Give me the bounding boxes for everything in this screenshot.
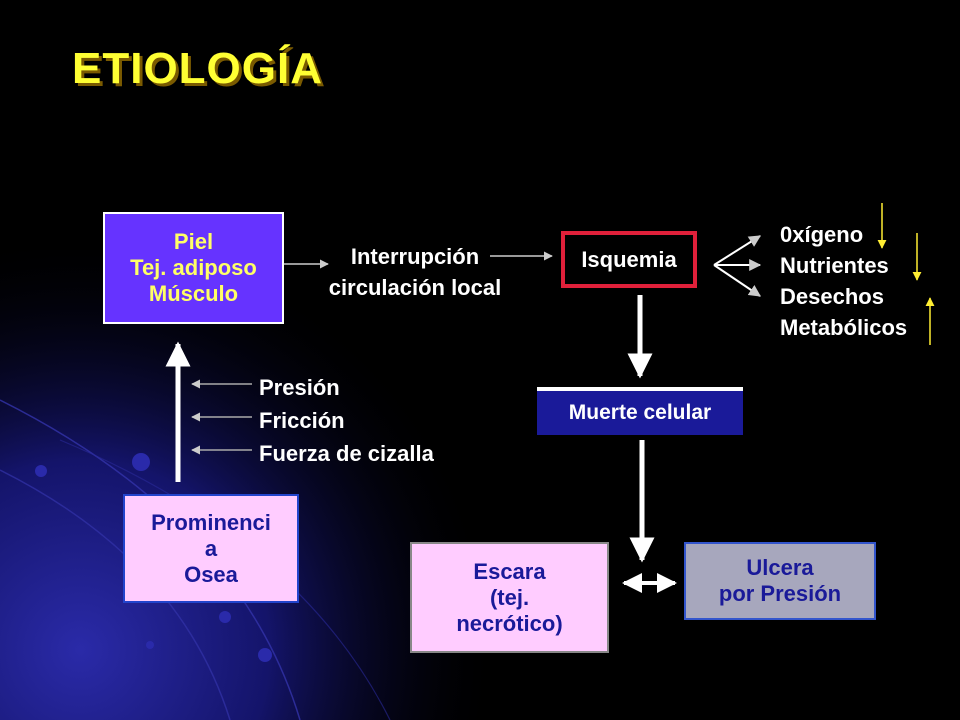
node-muerte-celular: Muerte celular: [537, 387, 743, 435]
prominencia-line-1: Prominenci: [151, 509, 271, 535]
node-piel: Piel Tej. adiposo Músculo: [103, 212, 284, 324]
node-isquemia: Isquemia: [561, 231, 697, 288]
escara-line-1: Escara: [473, 558, 546, 584]
factor-oxigeno: 0xígeno: [780, 222, 864, 247]
isquemia-label: Isquemia: [581, 246, 677, 272]
node-escara: Escara (tej. necrótico): [410, 542, 609, 653]
piel-line-3: Músculo: [148, 281, 239, 306]
prominencia-line-3: Osea: [184, 561, 238, 587]
prominencia-line-2: a: [204, 535, 218, 561]
piel-line-2: Tej. adiposo: [130, 255, 257, 280]
decor-dot: [258, 648, 272, 662]
node-ulcera: Ulcera por Presión: [684, 542, 876, 620]
interrupcion-line-1: Interrupción: [350, 244, 480, 269]
interrupcion-line-2: circulación local: [328, 275, 502, 300]
escara-line-2: (tej.: [489, 584, 530, 610]
node-fuerzas: Presión Fricción Fuerza de cizalla: [259, 371, 434, 470]
decor-dot: [146, 641, 154, 649]
decor-dot: [35, 465, 47, 477]
escara-line-3: necrótico): [456, 610, 563, 636]
arrow-isquemia-oxigeno: [713, 235, 762, 266]
fuerza-cizalla: Fuerza de cizalla: [259, 441, 434, 466]
decor-dot: [219, 611, 231, 623]
node-interrupcion: Interrupción circulación local: [300, 241, 530, 303]
ulcera-line-1: Ulcera: [746, 555, 814, 580]
decor-dot: [132, 453, 150, 471]
node-factores: 0xígeno Nutrientes Desechos Metabólicos: [780, 219, 907, 343]
factor-desechos: Desechos: [780, 284, 884, 309]
factor-metabolicos: Metabólicos: [780, 315, 908, 340]
factor-nutrientes: Nutrientes: [780, 253, 889, 278]
ulcera-line-2: por Presión: [718, 581, 842, 606]
fuerza-presion: Presión: [259, 375, 340, 400]
fuerza-friccion: Fricción: [259, 408, 345, 433]
node-prominencia-osea: Prominenci a Osea: [123, 494, 299, 603]
page-title: ETIOLOGÍA: [72, 44, 323, 93]
muerte-label: Muerte celular: [568, 401, 712, 424]
arrow-isquemia-desechos: [713, 264, 761, 297]
piel-line-1: Piel: [173, 229, 214, 254]
